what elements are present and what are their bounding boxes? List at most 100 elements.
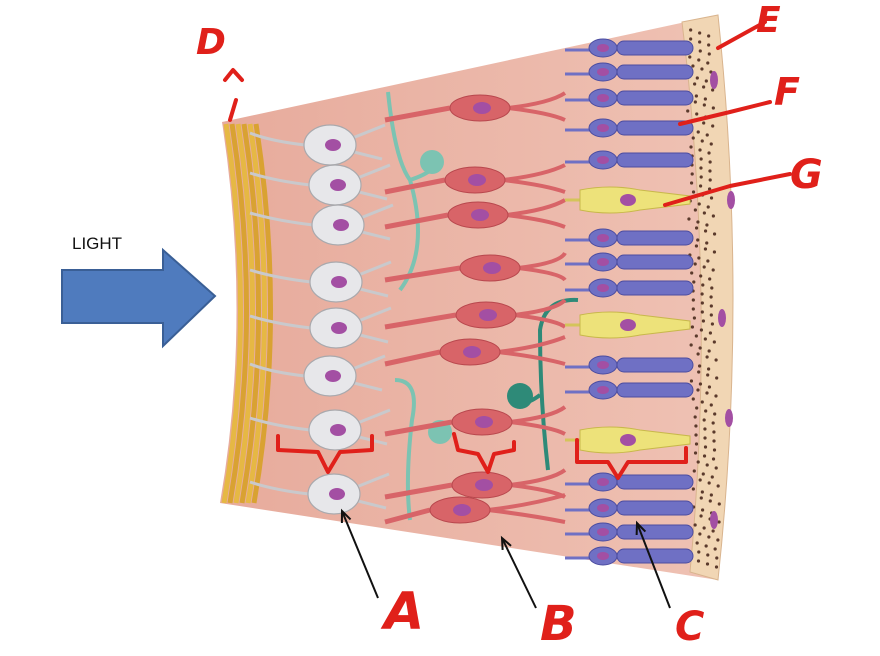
rod-outer-segment xyxy=(616,40,694,56)
ganglion-nucleus xyxy=(331,276,347,288)
rod-nucleus xyxy=(597,552,609,560)
ganglion-dendrite xyxy=(353,472,390,510)
bipolar-nucleus xyxy=(483,262,501,274)
pigment-granule xyxy=(704,79,708,83)
ganglion-nucleus xyxy=(329,488,345,500)
pigment-granule xyxy=(699,274,703,278)
pigment-granule xyxy=(696,238,700,242)
pigment-granule xyxy=(689,181,694,185)
pigment-granule xyxy=(706,553,710,557)
pigment-granule xyxy=(696,559,701,563)
pigment-granule xyxy=(693,82,697,86)
pigment-granule xyxy=(702,211,706,215)
pigment-granule xyxy=(691,397,695,401)
pigment-granule xyxy=(708,277,712,281)
pigment-granule xyxy=(712,439,716,443)
pigment-granule xyxy=(710,286,714,290)
pigment-granule xyxy=(692,469,696,473)
ganglion-axon xyxy=(249,268,312,284)
ganglion-nucleus xyxy=(333,219,349,231)
pigment-granule xyxy=(711,124,715,128)
pigment-granule xyxy=(711,268,715,272)
pigment-granule xyxy=(711,421,715,425)
pigment-granule xyxy=(696,130,700,134)
bracket-ganglion-layer xyxy=(276,434,374,474)
pigment-epithelium-band xyxy=(681,14,734,581)
rod-outer-segment xyxy=(616,500,694,516)
pigment-granule xyxy=(703,97,707,101)
pigment-granule xyxy=(712,232,717,236)
pigment-granule xyxy=(691,487,695,491)
pigment-granule xyxy=(709,295,713,299)
pigment-granule xyxy=(715,376,719,380)
bracket-bipolar-layer xyxy=(452,432,516,474)
pointer-g xyxy=(663,172,792,207)
epithelial-nucleus xyxy=(710,71,718,89)
nerve-fiber xyxy=(221,123,243,504)
rod-outer-segment xyxy=(616,474,694,490)
pigment-granule xyxy=(709,304,713,308)
pointer-b xyxy=(501,537,537,609)
cone-nucleus xyxy=(620,434,636,446)
cone-nucleus xyxy=(620,194,636,206)
pigment-granule xyxy=(690,172,694,176)
pigment-granule xyxy=(705,562,710,566)
pigment-granule xyxy=(717,502,721,506)
bipolar-nucleus xyxy=(471,209,489,221)
pigment-granule xyxy=(712,340,716,344)
pigment-granule xyxy=(700,490,704,494)
pigment-granule xyxy=(689,28,693,32)
pigment-granule xyxy=(687,217,691,221)
pigment-granule xyxy=(694,334,698,338)
rod-nucleus xyxy=(597,528,609,536)
label-f: F xyxy=(774,70,801,114)
pigment-granule xyxy=(694,433,698,437)
pigment-granule xyxy=(717,520,721,524)
pigment-granule xyxy=(700,310,704,314)
rod-nucleus xyxy=(597,156,609,164)
rod-outer-segment xyxy=(616,382,694,398)
pigment-granule xyxy=(699,175,703,179)
rod-outer-segment xyxy=(616,524,694,540)
ganglion-axon xyxy=(249,211,314,227)
ganglion-nucleus xyxy=(330,179,346,191)
pigment-granule xyxy=(691,136,695,140)
pigment-granule xyxy=(697,58,701,62)
pointer-a-head xyxy=(340,508,352,524)
pigment-granule xyxy=(692,316,697,320)
pigment-granule xyxy=(707,349,711,353)
bipolar-axon xyxy=(384,482,453,500)
amacrine-cell xyxy=(507,383,533,409)
pigment-granule xyxy=(689,37,693,41)
pigment-granule xyxy=(712,250,717,254)
bipolar-nucleus xyxy=(453,504,471,516)
pigment-granule xyxy=(708,160,712,164)
pigment-granule xyxy=(703,229,708,233)
pointer-e xyxy=(716,20,767,50)
pigment-granule xyxy=(693,262,697,266)
light-arrow xyxy=(61,247,217,349)
rod-outer-segment xyxy=(616,280,694,296)
bracket-photoreceptor-layer xyxy=(575,438,688,480)
rod-outer-segment xyxy=(616,64,694,80)
pigment-granule xyxy=(711,88,715,92)
pigment-granule xyxy=(697,550,701,554)
pigment-granule xyxy=(711,214,715,218)
pigment-granule xyxy=(695,76,699,80)
pigment-granule xyxy=(705,133,709,137)
pigment-granule xyxy=(693,451,698,455)
pigment-granule xyxy=(711,106,715,110)
pigment-granule xyxy=(693,415,697,419)
ganglion-dendrite xyxy=(355,260,392,298)
pigment-granule xyxy=(701,508,705,512)
pigment-granule xyxy=(700,400,704,404)
bipolar-dendrite xyxy=(505,198,567,229)
pigment-granule xyxy=(698,148,702,152)
cone-nucleus xyxy=(620,319,636,331)
pigment-granule xyxy=(690,325,695,329)
bipolar-axon xyxy=(384,177,446,195)
pigment-granule xyxy=(694,226,699,230)
pigment-granule xyxy=(706,205,710,209)
pigment-granule xyxy=(704,409,708,413)
